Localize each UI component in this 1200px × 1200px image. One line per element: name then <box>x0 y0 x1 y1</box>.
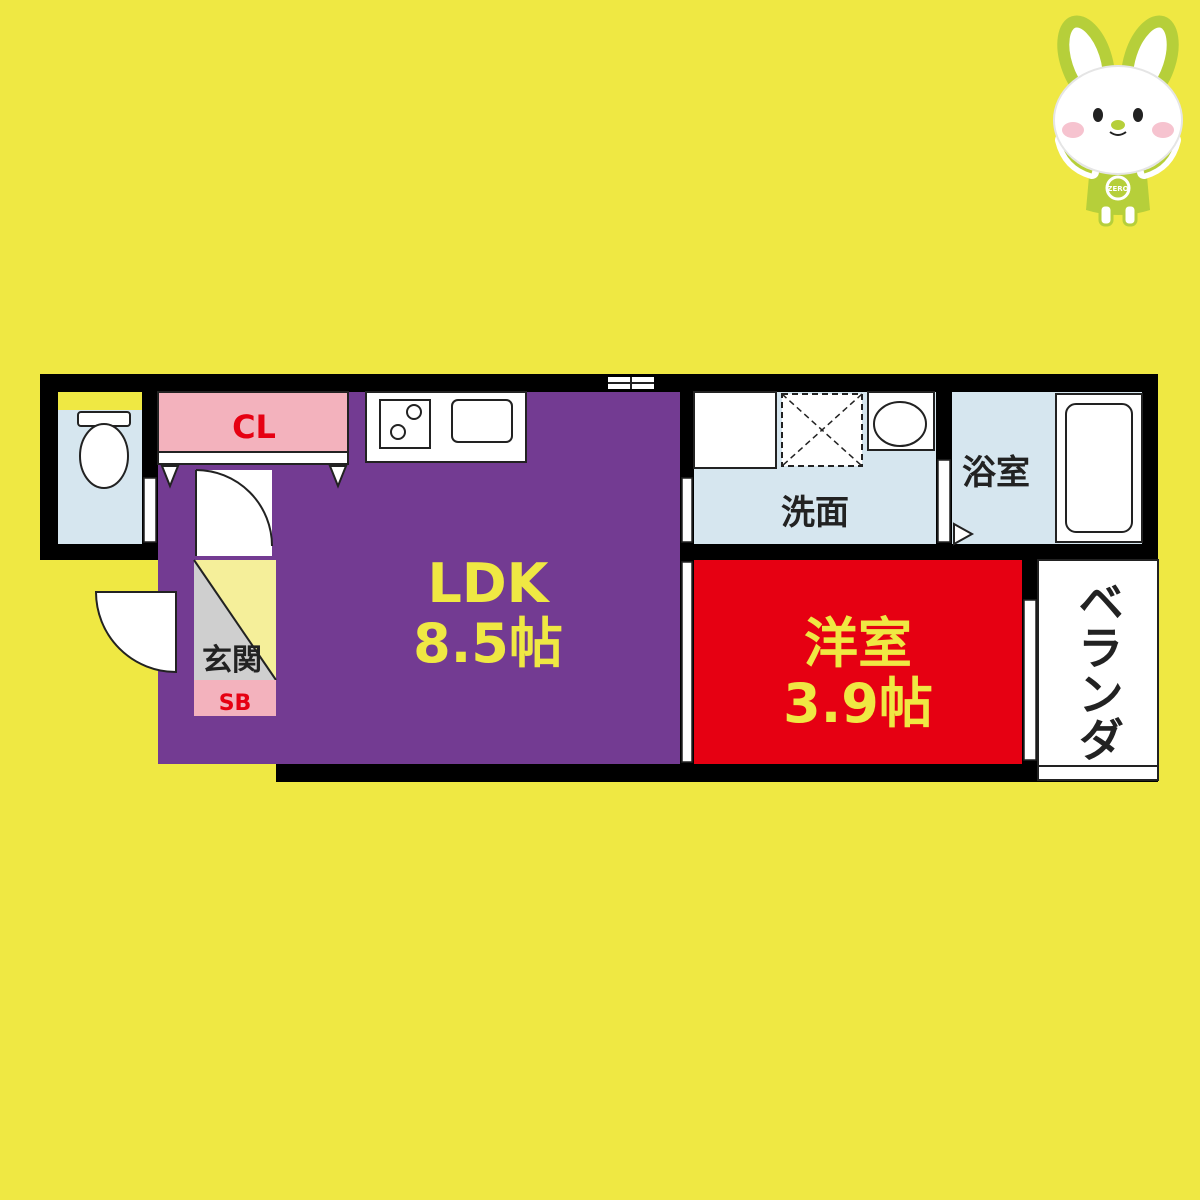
sink-icon <box>451 399 513 443</box>
toilet-icon <box>77 411 131 489</box>
balcony <box>1037 559 1159 781</box>
ldk-name: LDK <box>427 552 550 615</box>
entrance-label: 玄関 <box>202 643 262 678</box>
western-name: 洋室 <box>804 612 912 675</box>
mascot-icon: ZERO <box>1053 15 1183 227</box>
western-room <box>694 560 1022 764</box>
balcony-label: ベランダ <box>1071 578 1125 762</box>
western-size: 3.9帖 <box>783 672 933 735</box>
mascot-shirt-text: ZERO <box>1107 185 1128 193</box>
washbasin-icon <box>873 401 927 447</box>
washroom-label: 洗面 <box>781 493 849 533</box>
front-door <box>94 591 177 674</box>
stove-burner-icon <box>406 404 422 420</box>
shoe-box <box>194 680 276 716</box>
sliding-doors <box>143 459 1037 763</box>
ldk-size: 8.5帖 <box>413 612 563 675</box>
shoe-box-label: SB <box>219 691 252 716</box>
kitchen-counter <box>365 391 527 463</box>
closet-label: CL <box>232 408 276 446</box>
entrance-door <box>195 469 273 556</box>
window-top <box>608 377 654 389</box>
bathroom-label: 浴室 <box>962 453 1030 493</box>
stove-burner-icon <box>390 424 406 440</box>
